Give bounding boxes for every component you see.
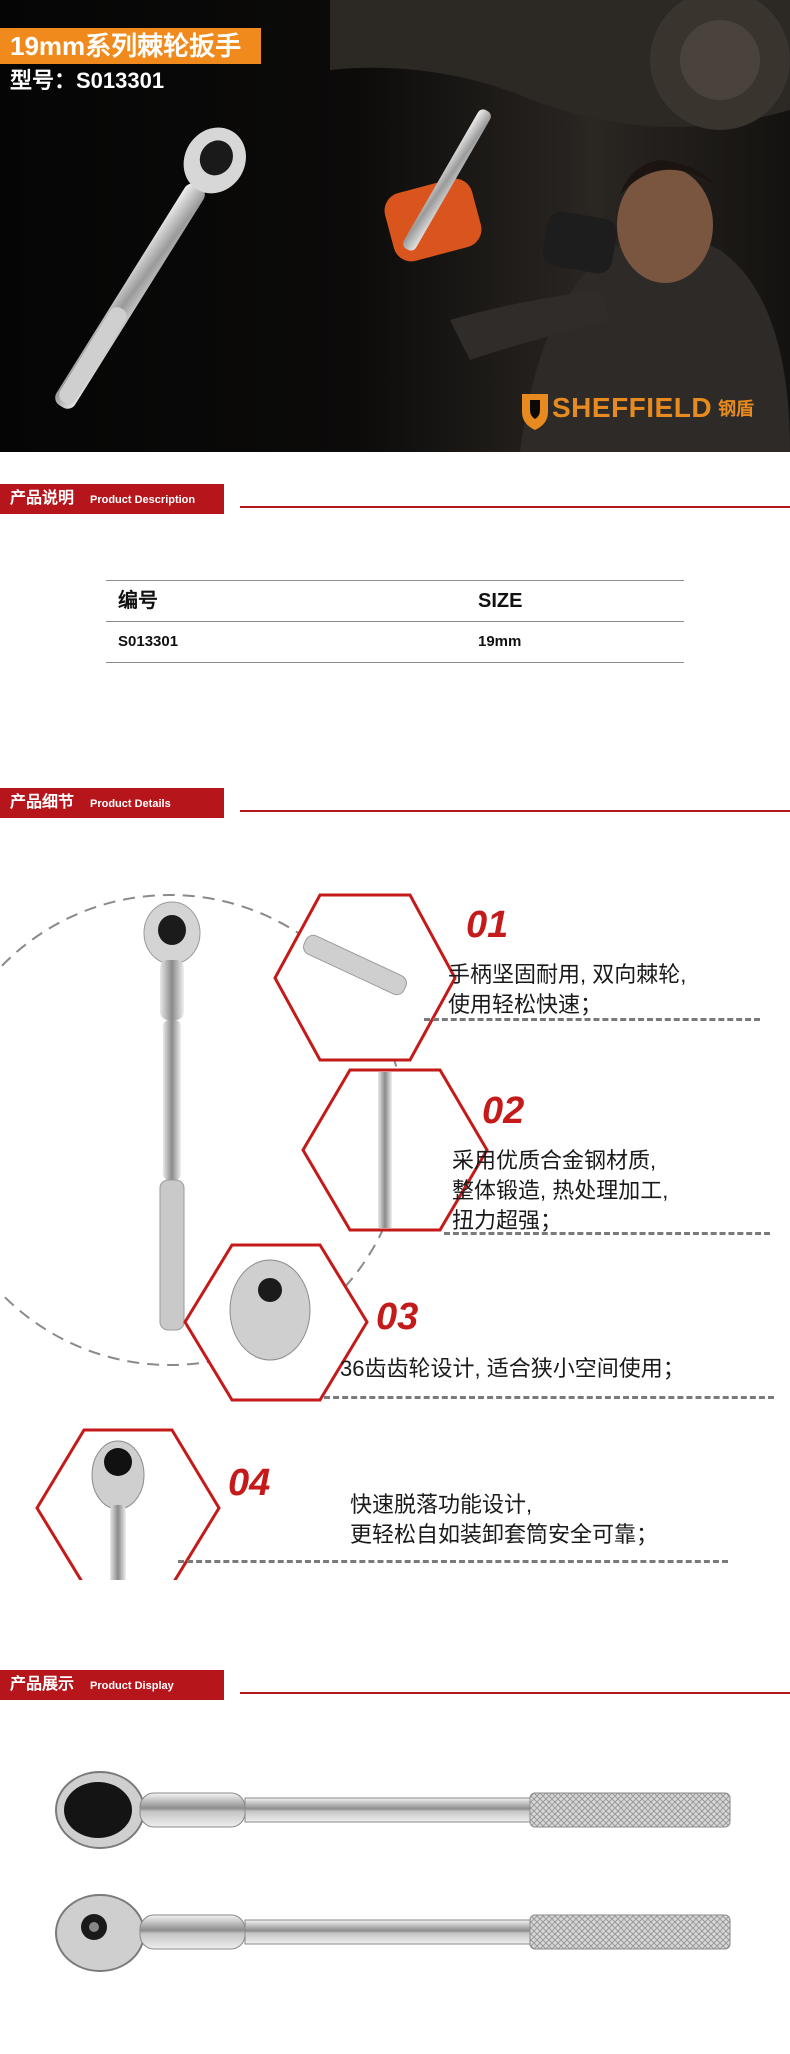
- brand-logo: SHEFFIELD 钢盾: [552, 388, 754, 428]
- section-tag: 产品说明 Product Description: [0, 484, 224, 514]
- table-row: S013301 19mm: [106, 622, 684, 663]
- brand-name: SHEFFIELD: [552, 392, 713, 423]
- model-number: 型号：S013301: [10, 68, 165, 93]
- section-header-details: 产品细节 Product Details: [0, 788, 790, 822]
- feature-description: 采用优质合金钢材质, 整体锻造, 热处理加工, 扭力超强；: [452, 1148, 669, 1233]
- table-header-cell: SIZE: [478, 590, 523, 612]
- section-divider: [240, 810, 790, 812]
- product-display-image: [55, 1771, 731, 1972]
- feature-divider: [444, 1232, 770, 1235]
- feature-divider: [178, 1560, 728, 1563]
- feature-divider: [424, 1018, 760, 1021]
- table-header-row: 编号 SIZE: [106, 580, 684, 622]
- table-cell: S013301: [118, 633, 179, 650]
- feature-description: 36齿齿轮设计, 适合狭小空间使用；: [340, 1356, 685, 1381]
- feature-number: 01: [466, 904, 509, 946]
- section-header-display: 产品展示 Product Display: [0, 1670, 790, 1704]
- spec-table: 编号 SIZE S013301 19mm: [106, 580, 684, 663]
- section-divider: [240, 1692, 790, 1694]
- feature-description: 手柄坚固耐用, 双向棘轮, 使用轻松快速；: [448, 962, 687, 1017]
- hero-banner: 19mm系列棘轮扳手 型号：S013301 SHEFFIELD 钢盾: [0, 0, 790, 452]
- feature-divider: [324, 1396, 774, 1399]
- section-tag: 产品展示 Product Display: [0, 1670, 224, 1700]
- section-header-description: 产品说明 Product Description: [0, 484, 790, 518]
- hero-title: 19mm系列棘轮扳手: [0, 28, 262, 64]
- section-title-en: Product Details: [90, 798, 171, 810]
- section-title-en: Product Description: [90, 494, 196, 506]
- wrench-image: [143, 901, 201, 1331]
- details-illustration: [0, 893, 489, 1580]
- section-title-cn: 产品展示: [10, 1676, 75, 1693]
- section-title-cn: 产品细节: [10, 794, 75, 811]
- brand-cn: 钢盾: [718, 399, 755, 419]
- wrench-top-view: [55, 1771, 731, 1849]
- section-title-cn: 产品说明: [10, 490, 75, 507]
- wrench-bottom-view: [55, 1894, 731, 1972]
- table-header-cell: 编号: [118, 590, 158, 612]
- section-tag: 产品细节 Product Details: [0, 788, 224, 818]
- table-cell: 19mm: [478, 633, 522, 650]
- hero-photo: [0, 0, 790, 452]
- feature-number: 02: [482, 1090, 525, 1132]
- section-title-en: Product Display: [90, 1680, 174, 1692]
- feature-number: 04: [228, 1462, 271, 1504]
- feature-description: 快速脱落功能设计, 更轻松自如装卸套筒安全可靠；: [350, 1492, 659, 1547]
- feature-number: 03: [376, 1296, 419, 1338]
- section-divider: [240, 506, 790, 508]
